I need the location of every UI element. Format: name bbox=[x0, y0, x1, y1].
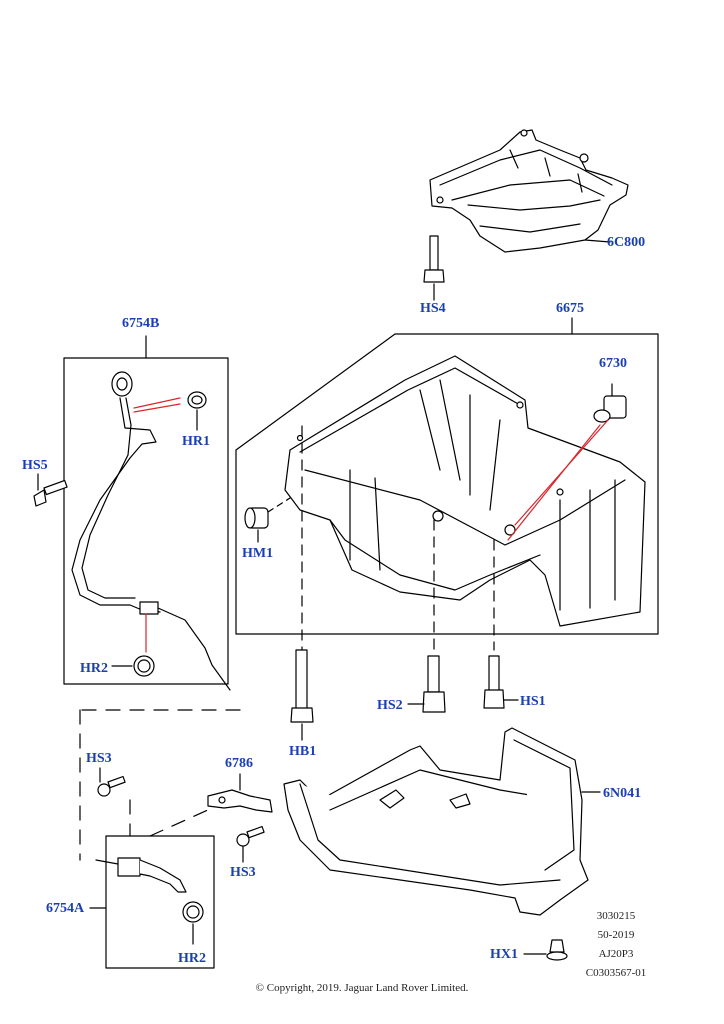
label-6754A: 6754A bbox=[46, 901, 85, 916]
bolt-HS1 bbox=[483, 655, 505, 709]
reference-line-3: AJ20P3 bbox=[598, 948, 634, 960]
bolt-HS2 bbox=[422, 655, 446, 713]
label-HS5: HS5 bbox=[22, 458, 48, 473]
label-HS3-left: HS3 bbox=[86, 751, 112, 766]
reference-line-1: 3030215 bbox=[596, 910, 636, 922]
dipstick-box-lower bbox=[105, 835, 215, 969]
label-HR2-upper: HR2 bbox=[80, 661, 108, 676]
windage-tray-6N041 bbox=[283, 727, 601, 916]
bolt-HB1 bbox=[290, 649, 314, 723]
label-6730: 6730 bbox=[599, 356, 627, 371]
bracket-6786 bbox=[207, 773, 273, 813]
label-HS2: HS2 bbox=[377, 698, 403, 713]
label-6N041: 6N041 bbox=[603, 786, 642, 801]
label-6675: 6675 bbox=[556, 301, 584, 316]
label-HX1: HX1 bbox=[490, 947, 518, 962]
dipstick-tube-6754A bbox=[95, 857, 187, 893]
label-HS4: HS4 bbox=[420, 301, 446, 316]
bolt-HS5 bbox=[33, 473, 68, 507]
dipstick-tube-6754B bbox=[71, 371, 231, 691]
reference-line-2: 50-2019 bbox=[597, 929, 635, 941]
fastener-HX1 bbox=[523, 939, 568, 961]
label-HR2-lower: HR2 bbox=[178, 951, 206, 966]
label-HM1: HM1 bbox=[242, 546, 274, 561]
label-6C800: 6C800 bbox=[607, 235, 646, 250]
plug-HM1 bbox=[244, 497, 291, 529]
alignment-lines bbox=[301, 425, 495, 651]
label-HS3-mid: HS3 bbox=[230, 865, 256, 880]
label-HS1: HS1 bbox=[520, 694, 546, 709]
label-6754B: 6754B bbox=[122, 316, 160, 331]
drain-plug-6730 bbox=[593, 383, 627, 423]
label-HR1: HR1 bbox=[182, 434, 210, 449]
oil-pan-6675 bbox=[284, 355, 646, 627]
bolt-HS3-left bbox=[97, 767, 126, 797]
o-ring-HR2-upper bbox=[111, 655, 155, 677]
o-ring-HR1 bbox=[187, 391, 207, 431]
o-ring-HR2-lower bbox=[182, 901, 204, 945]
bolt-HS3-mid bbox=[236, 825, 265, 863]
bolt-HS4 bbox=[423, 235, 445, 283]
sump-callout-box bbox=[235, 333, 659, 635]
oil-baffle-6C800 bbox=[429, 129, 629, 253]
reference-line-4: C0303567-01 bbox=[585, 967, 647, 979]
label-6786: 6786 bbox=[225, 756, 253, 771]
leader-6C800 bbox=[584, 239, 611, 243]
label-HB1: HB1 bbox=[289, 744, 317, 759]
copyright-notice: © Copyright, 2019. Jaguar Land Rover Lim… bbox=[255, 982, 469, 994]
reference-block: 3030215 50-2019 AJ20P3 C0303567-01 bbox=[578, 907, 654, 983]
